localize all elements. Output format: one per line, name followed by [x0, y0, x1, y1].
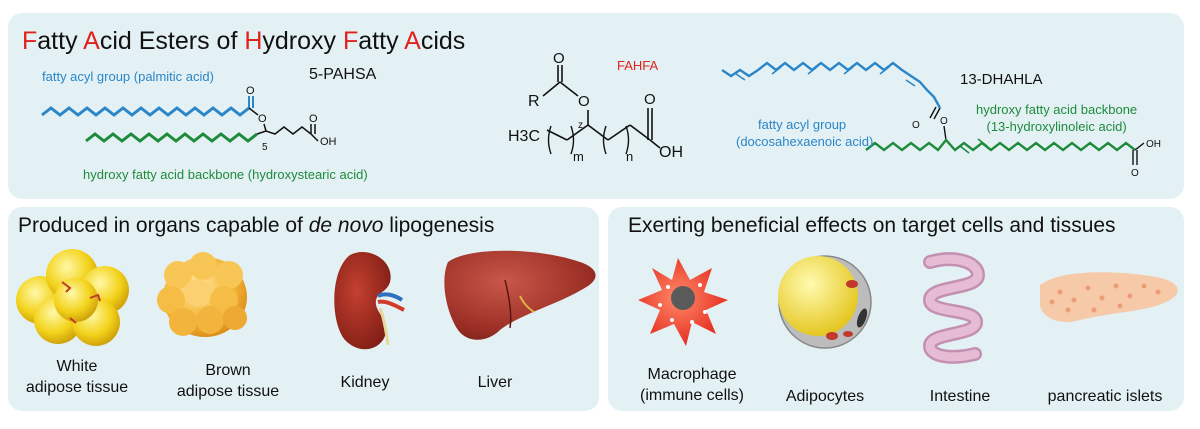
fahfa-oh: OH	[659, 144, 683, 161]
title-accent-letter: H	[244, 27, 263, 55]
pahsa-acid-o: O	[309, 113, 318, 125]
fahfa-top-o: O	[553, 50, 565, 67]
dhahla-acyl-label: fatty acyl group (docosahexaenoic acid)	[736, 116, 873, 150]
pancreas-icon	[1040, 272, 1178, 323]
pahsa-acyl-label: fatty acyl group (palmitic acid)	[42, 69, 214, 84]
fahfa-stereo: z	[578, 120, 583, 131]
pahsa-backbone-label: hydroxy fatty acid backbone (hydroxystea…	[83, 167, 368, 182]
caption-white-adipose: White adipose tissue	[25, 358, 129, 396]
fahfa-name: FAHFA	[617, 58, 659, 73]
main-title: Fatty Acid Esters of Hydroxy Fatty Acids	[22, 27, 465, 56]
effects-title: Exerting beneficial effects on target ce…	[628, 214, 1116, 237]
pahsa-position-5: 5	[262, 142, 268, 153]
dhahla-backbone-label-line2: (13-hydroxylinoleic acid)	[986, 119, 1127, 134]
white-adipose-icon	[16, 249, 129, 346]
dhahla-acid-o: O	[1131, 168, 1139, 179]
pahsa-oh: OH	[320, 136, 337, 148]
dhahla-acyl-label-line2: (docosahexaenoic acid)	[736, 134, 874, 149]
title-text: atty	[358, 27, 405, 55]
fahfa-acid-o: O	[644, 91, 656, 108]
pahsa-acyl-chain	[41, 106, 250, 117]
fahfa-ester-o: O	[578, 93, 590, 110]
caption-pancreatic-islets: pancreatic islets	[1047, 388, 1163, 405]
title-text: cids	[420, 27, 466, 55]
caption-macrophage: Macrophage (immune cells)	[639, 366, 744, 404]
brown-adipose-icon	[157, 252, 247, 337]
fahfa-h3c: H3C	[508, 128, 540, 145]
title-accent-letter: F	[343, 27, 359, 55]
title-accent-letter: A	[83, 27, 100, 55]
caption-brown-adipose: Brown adipose tissue	[176, 362, 280, 400]
intestine-icon	[922, 252, 986, 364]
dhahla-acyl-label-line1: fatty acyl group	[758, 117, 847, 132]
fahfa-sub-m: m	[573, 149, 584, 164]
structures-panel	[8, 13, 1184, 199]
dhahla-backbone-chain	[865, 138, 1136, 152]
macrophage-icon	[638, 258, 728, 346]
pahsa-name: 5-PAHSA	[309, 66, 377, 83]
dhahla-name: 13-DHAHLA	[960, 71, 1043, 88]
pahsa-ester-o: O	[258, 113, 267, 125]
pahsa-carbonyl-o: O	[246, 85, 255, 97]
dhahla-acyl-chain	[721, 61, 942, 109]
title-text: cid Esters of	[99, 27, 245, 55]
fahfa-r: R	[528, 93, 540, 110]
liver-icon	[444, 250, 596, 340]
dhahla-backbone-label: hydroxy fatty acid backbone (13-hydroxyl…	[976, 101, 1137, 135]
title-text: ydroxy	[262, 27, 343, 55]
kidney-icon	[334, 252, 405, 350]
title-accent-letter: A	[404, 27, 421, 55]
dhahla-oh: OH	[1146, 139, 1161, 150]
caption-kidney: Kidney	[340, 374, 390, 391]
caption-adipocytes: Adipocytes	[785, 388, 865, 405]
dhahla-o-b: O	[940, 116, 948, 127]
title-text: atty	[37, 27, 84, 55]
produced-title: Produced in organs capable of de novo li…	[18, 214, 495, 237]
pahsa-backbone-chain	[85, 132, 258, 143]
dhahla-o-a: O	[912, 120, 920, 131]
adipocyte-icon	[778, 255, 872, 349]
dhahla-backbone-label-line1: hydroxy fatty acid backbone	[976, 102, 1138, 117]
fahfa-sub-n: n	[626, 149, 633, 164]
title-accent-letter: F	[22, 27, 38, 55]
caption-intestine: Intestine	[929, 388, 991, 405]
caption-liver: Liver	[477, 374, 513, 391]
